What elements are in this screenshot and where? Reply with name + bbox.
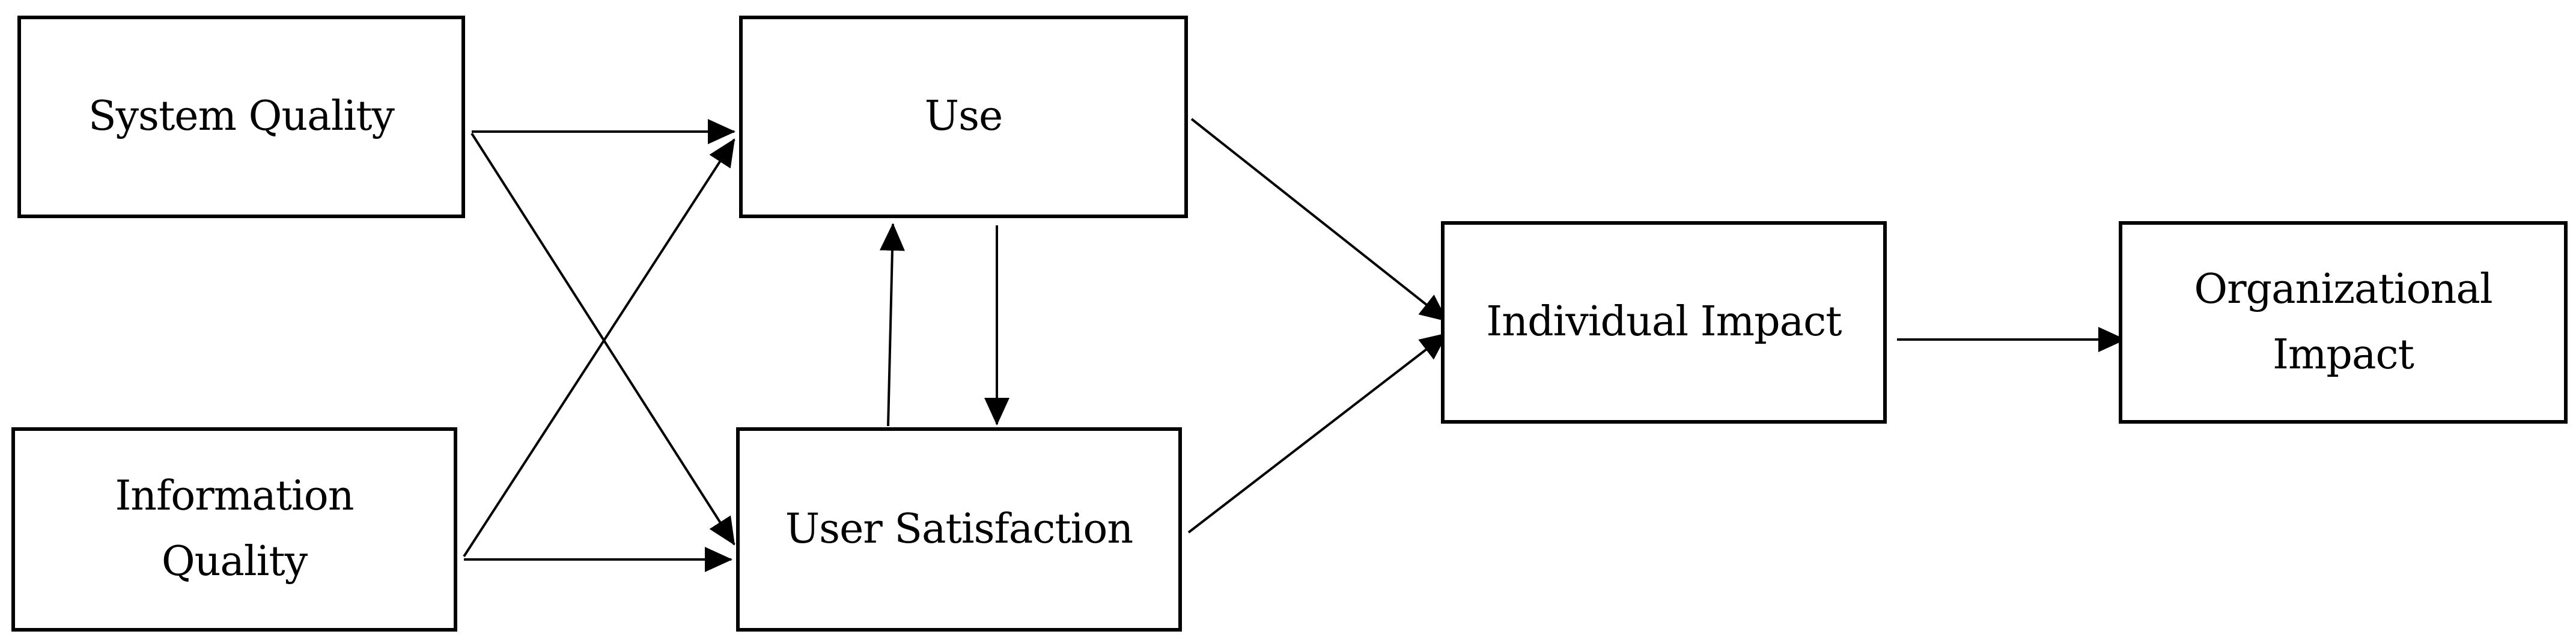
organizational-impact-label: Organizational Impact [2194, 257, 2492, 388]
individual-impact-label-line-1: Individual Impact [1486, 298, 1842, 346]
individual-impact-box: Individual Impact [1441, 221, 1887, 424]
individual-impact-label: Individual Impact [1486, 290, 1842, 355]
arrow-use-to-individual-impact [1190, 118, 1448, 322]
arrow-user-satisfaction-to-use [879, 223, 905, 427]
organizational-impact-box: Organizational Impact [2119, 221, 2568, 424]
user-satisfaction-box: User Satisfaction [736, 427, 1182, 632]
system-quality-label: System Quality [88, 84, 395, 150]
information-quality-label: Information Quality [115, 464, 354, 595]
use-label-line-1: Use [924, 93, 1003, 141]
information-quality-label-line-2: Quality [161, 538, 308, 585]
information-quality-box: Information Quality [11, 427, 457, 632]
edges-group [463, 118, 2126, 572]
organizational-impact-label-line-2: Impact [2273, 331, 2414, 379]
arrow-system-quality-to-user-satisfaction [470, 132, 735, 546]
user-satisfaction-label: User Satisfaction [785, 497, 1133, 562]
system-quality-label-line-1: System Quality [88, 93, 395, 141]
user-satisfaction-label-line-1: User Satisfaction [785, 505, 1133, 553]
arrow-information-quality-to-use [463, 138, 735, 558]
use-label: Use [924, 84, 1003, 150]
use-box: Use [739, 16, 1188, 218]
system-quality-box: System Quality [17, 16, 465, 218]
information-quality-label-line-1: Information [115, 472, 354, 520]
arrow-user-satisfaction-to-individual-impact [1187, 332, 1448, 534]
organizational-impact-label-line-1: Organizational [2194, 265, 2492, 313]
